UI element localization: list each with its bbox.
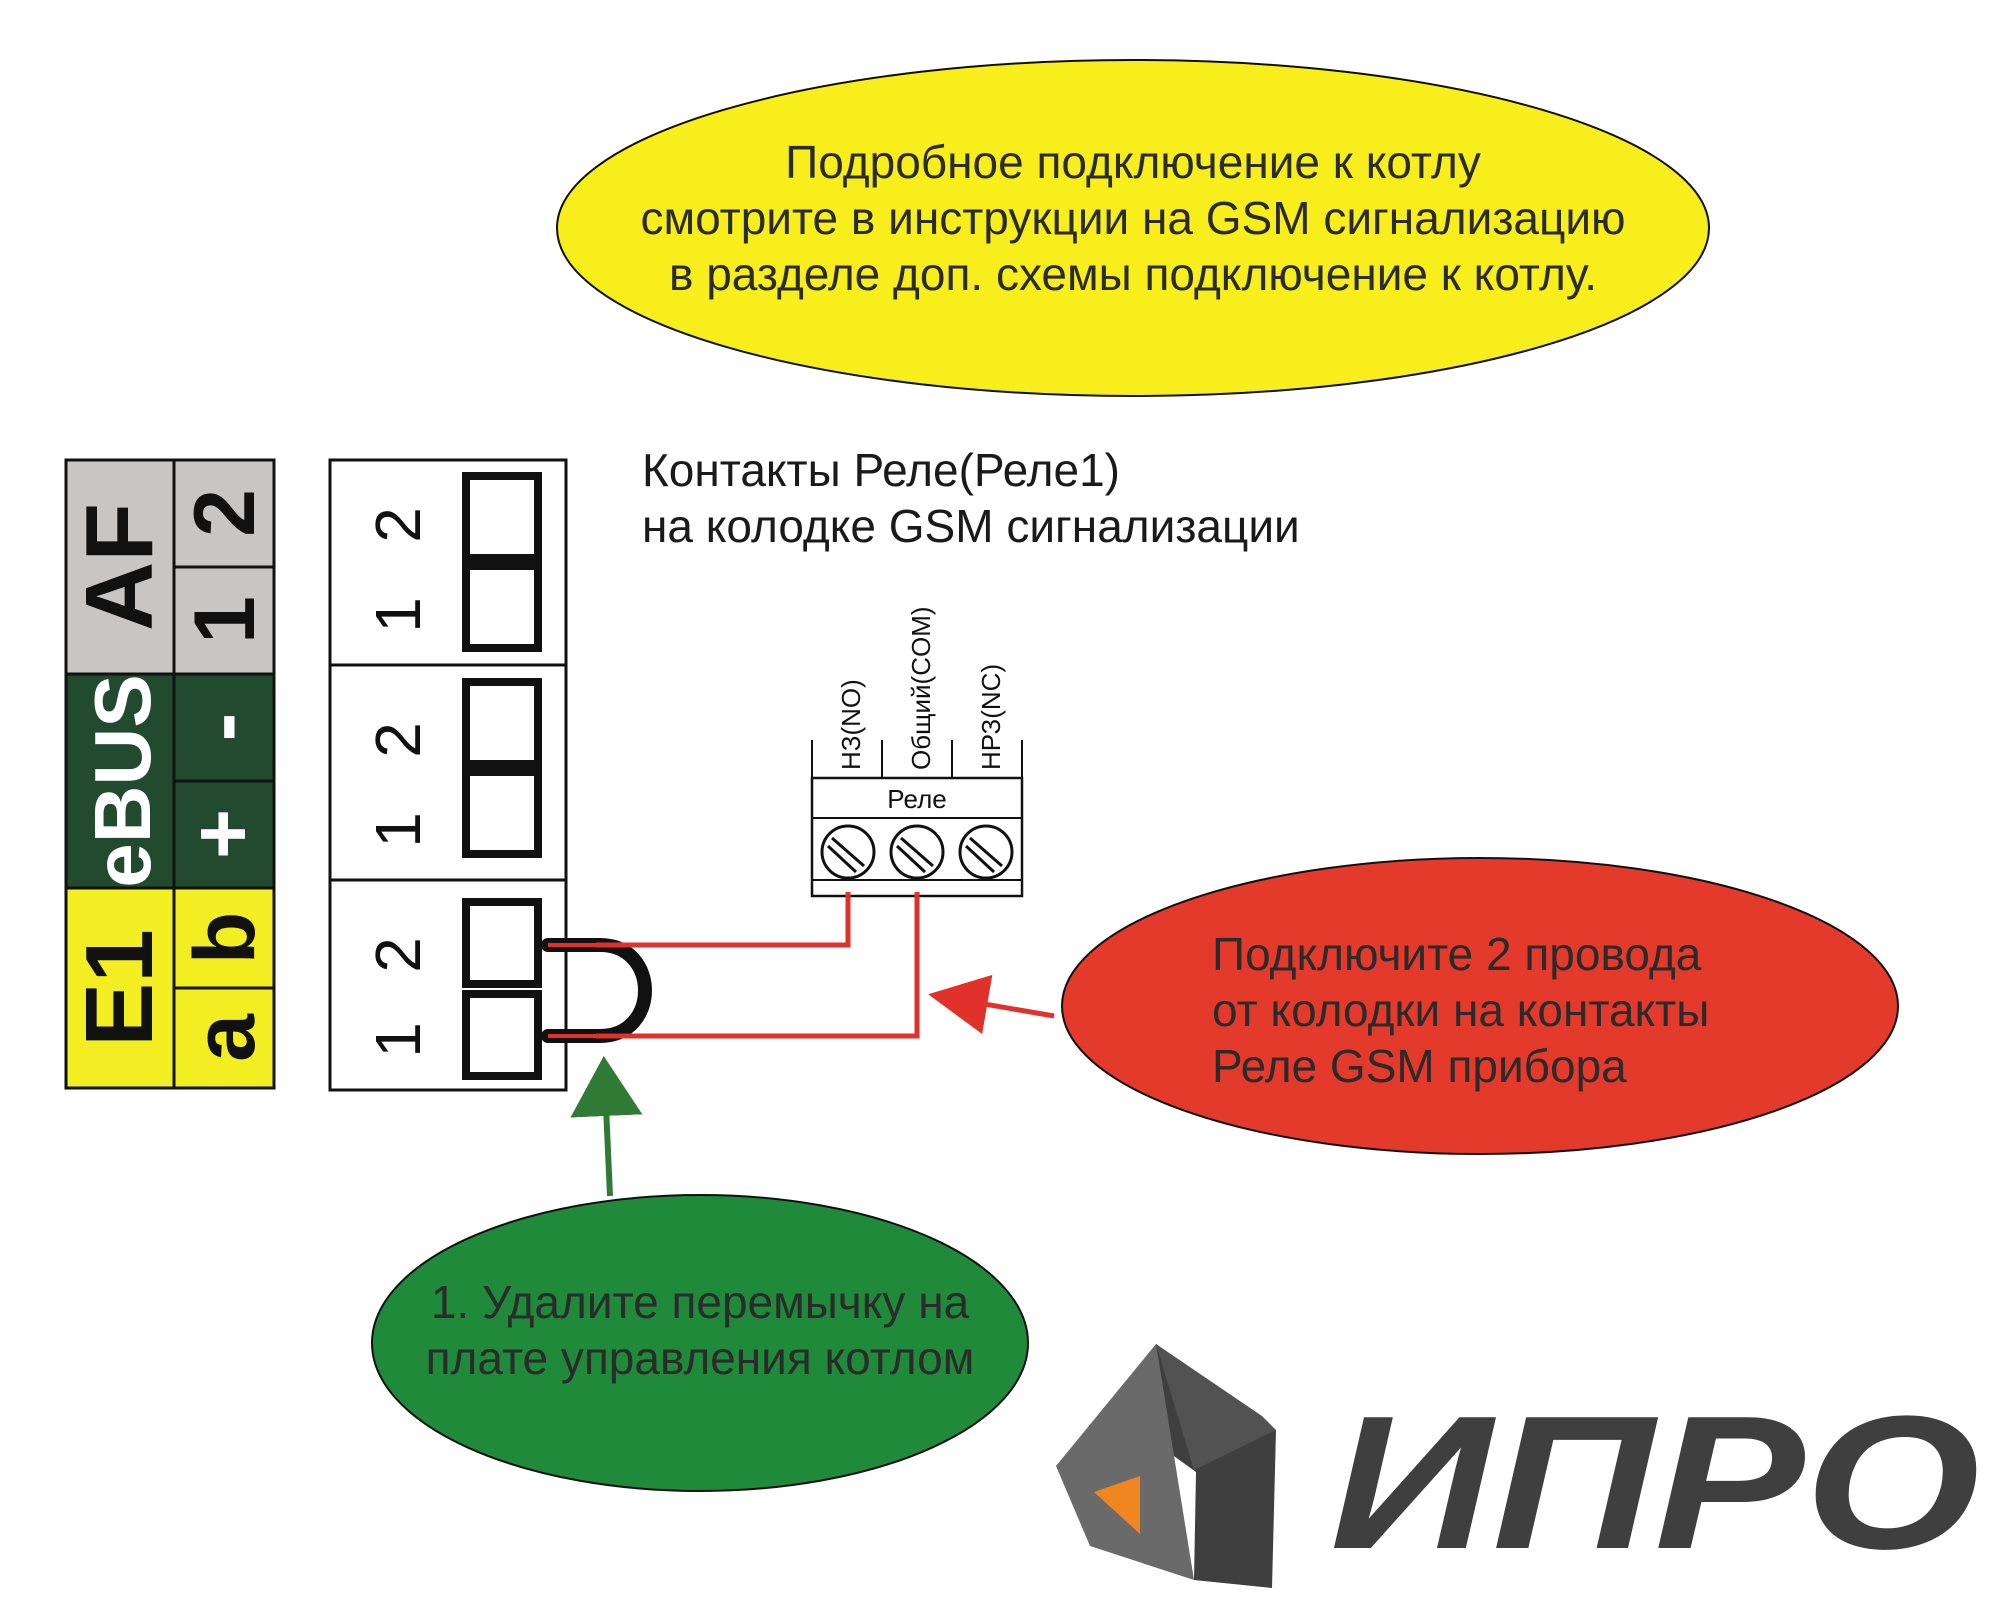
relay-terminal-nc-label: НРЗ(NC)	[976, 664, 1006, 770]
e1-pin-a-label: a	[177, 1013, 273, 1062]
socket-ebus-pin-2-hole	[462, 678, 542, 768]
boiler-connector-labels: AF 2 1 eBUS - + E1 b a	[64, 458, 276, 1090]
relay-title-line-2: на колодке GSM сигнализации	[642, 500, 1300, 552]
af-pin-1-label: 1	[177, 596, 273, 644]
socket-af-pin-1-label: 1	[362, 597, 434, 633]
ebus-pin-plus-label: +	[175, 809, 271, 859]
logo-orange-accent	[1094, 1476, 1140, 1534]
boiler-socket: 2 1 2 1 2 1	[328, 458, 568, 1092]
wire-to-no	[596, 892, 851, 948]
af-block-label: AF	[66, 503, 173, 631]
connect-callout-line-1: Подключите 2 провода	[1212, 928, 1702, 980]
e1-pin-b-label: b	[177, 912, 273, 965]
socket-e1-pin-1-label: 1	[362, 1022, 434, 1058]
connect-callout-bubble	[1061, 857, 1899, 1155]
relay-terminal-com-label: Общий(COM)	[906, 606, 936, 770]
ebus-block-label: eBUS	[78, 674, 167, 887]
e1-pin-b-cell	[172, 886, 276, 990]
socket-ebus-pin-2-label: 2	[362, 722, 434, 758]
remove-callout-line-1: 1. Удалите перемычку на	[431, 1276, 970, 1328]
info-callout-line-2: смотрите в инструкции на GSM сигнализаци…	[640, 192, 1625, 244]
af-pin-2-cell	[172, 458, 276, 569]
remove-callout-line-2: плате управления котлом	[426, 1332, 975, 1384]
socket-ebus-pin-1-label: 1	[362, 812, 434, 848]
relay-screw-com	[889, 824, 945, 880]
relay-screw-no	[820, 824, 876, 880]
socket-e1-pin-2-label: 2	[362, 937, 434, 973]
socket-ebus-pin-1-hole	[462, 768, 542, 858]
logo-wordmark: ИПРО	[1330, 1377, 1980, 1589]
remove-callout-bubble	[371, 1194, 1029, 1492]
remove-callout-arrow	[570, 1056, 643, 1197]
ipro-logo: ИПРО	[1056, 1344, 1980, 1589]
info-callout-line-3: в разделе доп. схемы подключение к котлу…	[669, 248, 1597, 300]
relay-block: Реле НЗ(NO) Общий(COM) НРЗ(NC)	[810, 606, 1024, 898]
info-callout-bubble	[556, 59, 1710, 397]
relay-terminal-no-label: НЗ(NO)	[836, 679, 866, 770]
connect-callout: Подключите 2 провода от колодки на конта…	[928, 857, 1899, 1155]
relay-title-line-1: Контакты Реле(Реле1)	[642, 444, 1120, 496]
e1-block-label: E1	[66, 929, 173, 1046]
ebus-pin-minus-label: -	[175, 713, 271, 742]
af-pin-1-cell	[172, 565, 276, 676]
info-callout-line-1: Подробное подключение к котлу	[785, 136, 1481, 188]
wires	[596, 892, 920, 1039]
socket-af-pin-2-hole	[462, 472, 542, 562]
socket-af-pin-2-label: 2	[362, 507, 434, 543]
socket-e1-pin-2-hole	[462, 898, 542, 988]
af-pin-2-label: 2	[177, 489, 273, 537]
house-icon	[1056, 1344, 1276, 1588]
relay-label: Реле	[887, 784, 946, 814]
connect-callout-line-2: от колодки на контакты	[1212, 984, 1709, 1036]
socket-e1-pin-1-hole	[462, 990, 542, 1080]
e1-pin-a-cell	[172, 986, 276, 1090]
info-callout: Подробное подключение к котлу смотрите в…	[556, 59, 1710, 397]
wire-to-com	[596, 892, 920, 1039]
relay-title: Контакты Реле(Реле1) на колодке GSM сигн…	[642, 444, 1300, 552]
connect-callout-arrow	[928, 974, 1055, 1035]
relay-screw-nc	[958, 824, 1014, 880]
socket-af-pin-1-hole	[462, 562, 542, 652]
connect-callout-line-3: Реле GSM прибора	[1212, 1040, 1627, 1092]
af-block-name-cell	[64, 458, 176, 676]
remove-callout: 1. Удалите перемычку на плате управления…	[371, 1056, 1029, 1492]
